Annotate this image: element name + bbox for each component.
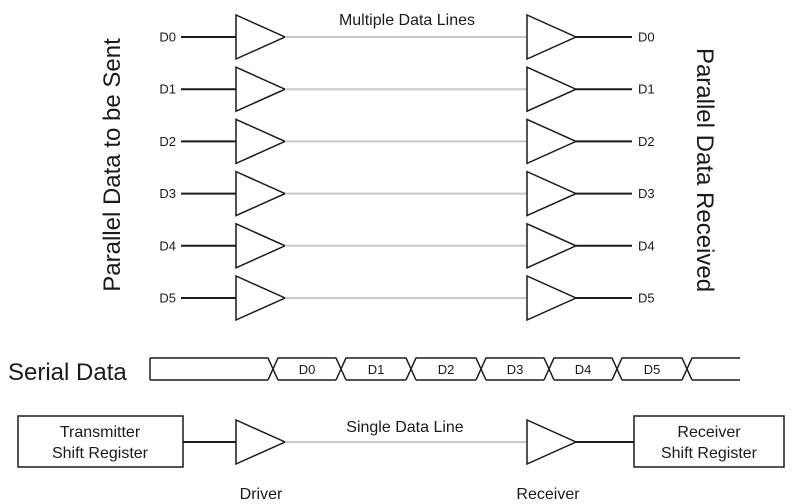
receiver-buffer-icon <box>526 222 578 269</box>
parallel-row-d4: D4 D4 <box>159 222 655 269</box>
serial-bit-d5: D5 <box>644 362 661 377</box>
receiver-register-label-line2: Shift Register <box>661 445 758 462</box>
transmitter-shift-register-box <box>17 415 184 468</box>
receiver-register-label-line1: Receiver <box>677 424 741 441</box>
driver-buffer-icon <box>235 274 287 322</box>
receiver-buffer-icon <box>526 274 578 322</box>
driver-label: Driver <box>240 486 283 503</box>
parallel-row-d0: D0 D0 <box>159 13 655 61</box>
driver-buffer-icon <box>235 418 287 466</box>
serial-data-waveform: D0 D1 D2 D3 D4 D5 <box>149 357 740 381</box>
input-label-d3: D3 <box>159 186 176 201</box>
serial-bit-d0: D0 <box>299 362 316 377</box>
parallel-row-d3: D3 D3 <box>159 170 655 217</box>
driver-buffer-icon <box>235 222 287 269</box>
left-vertical-label: Parallel Data to be Sent <box>99 38 126 292</box>
output-label-d1: D1 <box>638 82 655 97</box>
receiver-buffer-icon <box>526 66 578 113</box>
transmitter-label-line1: Transmitter <box>60 424 141 441</box>
parallel-row-d2: D2 D2 <box>159 118 655 165</box>
right-vertical-label: Parallel Data Received <box>691 48 718 292</box>
driver-buffer-icon <box>235 170 287 217</box>
input-label-d4: D4 <box>159 238 176 253</box>
transmitter-label-line2: Shift Register <box>52 445 149 462</box>
receiver-shift-register-box <box>633 415 785 468</box>
serial-waveform-upper <box>150 357 740 381</box>
serial-bit-d3: D3 <box>507 362 524 377</box>
receiver-buffer-icon <box>526 118 578 165</box>
serial-bit-d4: D4 <box>575 362 592 377</box>
serial-data-label: Serial Data <box>8 359 127 386</box>
serial-bit-d1: D1 <box>368 362 385 377</box>
receiver-buffer-icon <box>526 13 578 61</box>
output-label-d0: D0 <box>638 30 655 45</box>
output-label-d5: D5 <box>638 291 655 306</box>
parallel-row-d5: D5 D5 <box>159 274 655 322</box>
output-label-d4: D4 <box>638 238 655 253</box>
single-data-line-label: Single Data Line <box>346 419 464 436</box>
multiple-data-lines-title: Multiple Data Lines <box>339 12 475 29</box>
receiver-buffer-icon <box>526 418 578 466</box>
input-label-d1: D1 <box>159 82 176 97</box>
output-label-d3: D3 <box>638 186 655 201</box>
parallel-row-d1: D1 D1 <box>159 66 655 113</box>
output-label-d2: D2 <box>638 134 655 149</box>
driver-buffer-icon <box>235 118 287 165</box>
input-label-d2: D2 <box>159 134 176 149</box>
receiver-buffer-icon <box>526 170 578 217</box>
input-label-d0: D0 <box>159 30 176 45</box>
receiver-label: Receiver <box>516 486 580 503</box>
driver-buffer-icon <box>235 13 287 61</box>
serial-bit-d2: D2 <box>438 362 455 377</box>
driver-buffer-icon <box>235 66 287 113</box>
input-label-d5: D5 <box>159 291 176 306</box>
